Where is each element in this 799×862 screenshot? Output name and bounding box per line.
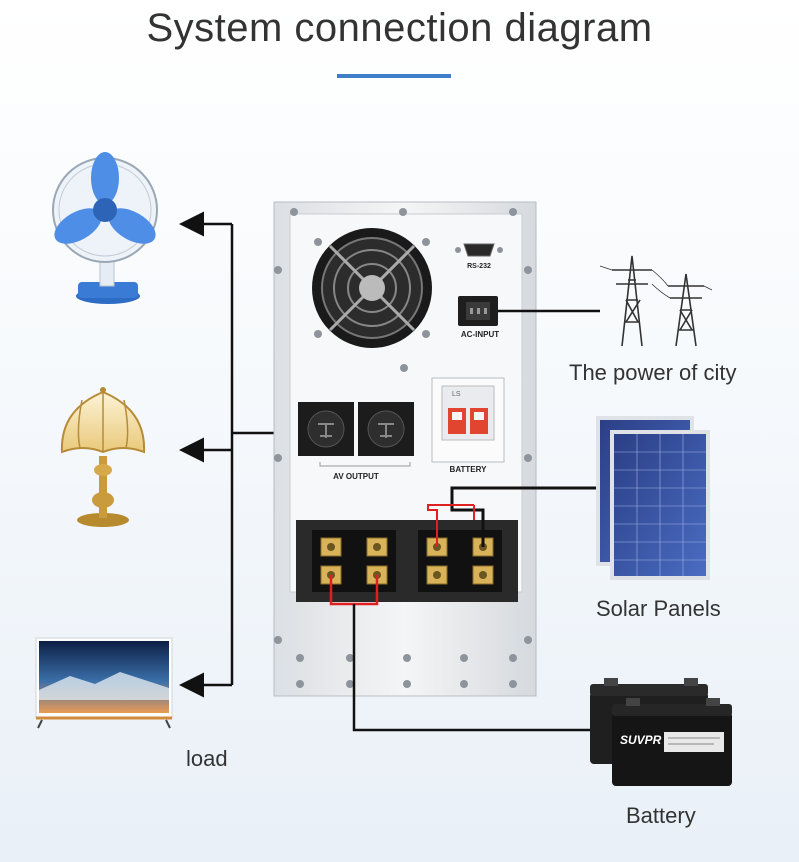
rs232-port: RS-232 <box>455 243 503 270</box>
solar-panel-icon <box>596 416 710 580</box>
av-output-label: AV OUTPUT <box>333 472 379 481</box>
ac-input-socket: AC-INPUT <box>458 296 499 339</box>
battery-wires <box>329 575 590 732</box>
inverter-unit: RS-232 AC-INPUT AV OUTPUT LS <box>273 201 537 697</box>
breaker-brand: LS <box>452 391 461 398</box>
av-output-sockets: AV OUTPUT <box>298 402 414 481</box>
tv-icon <box>35 637 173 729</box>
load-label: load <box>186 746 228 771</box>
solar-panels-label: Solar Panels <box>596 596 721 621</box>
fan-icon <box>52 152 158 304</box>
terminal-block <box>296 520 518 602</box>
rs232-label: RS-232 <box>467 263 491 270</box>
battery-breaker: LS BATTERY <box>431 377 505 474</box>
battery-brand: SUVPR <box>620 733 662 747</box>
battery-breaker-label: BATTERY <box>450 465 488 474</box>
power-of-city-label: The power of city <box>569 360 737 385</box>
lamp-icon <box>60 387 146 527</box>
cooling-fan <box>312 228 432 348</box>
solar-wires <box>427 486 596 547</box>
pylon-icon <box>599 255 713 347</box>
title-underline <box>337 74 451 78</box>
page-title: System connection diagram <box>146 6 653 50</box>
battery-label: Battery <box>626 803 696 828</box>
battery-icon: SUVPR <box>590 678 732 786</box>
ac-input-label: AC-INPUT <box>461 330 499 339</box>
